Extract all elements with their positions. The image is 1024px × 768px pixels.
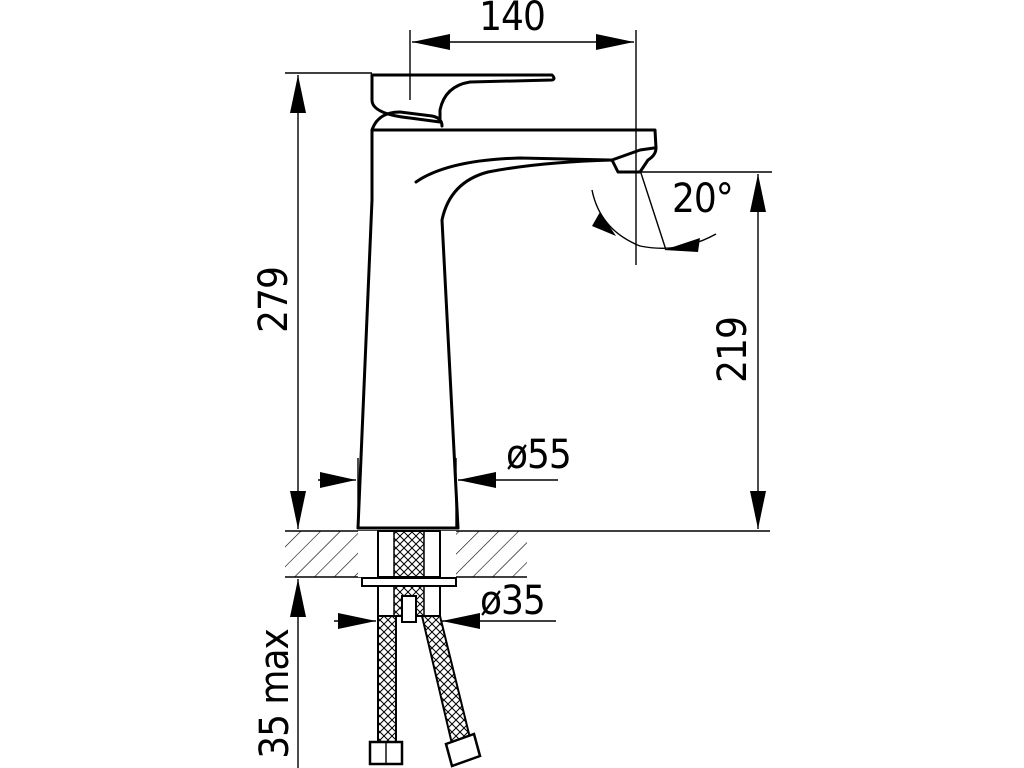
total-height-label: 279 [251,267,297,333]
dimension-reach: 140 [409,0,637,265]
dimension-spout-angle: 20° [591,169,734,252]
deck-thickness-label: 35 max [252,628,298,758]
faucet-body [356,73,658,530]
dimension-deck-thickness: 35 max [252,579,306,768]
dimension-spout-height: 219 [636,171,772,529]
body-diameter-label: ø55 [506,432,571,478]
mounting-shank [361,530,457,623]
hole-diameter-label: ø35 [480,578,545,624]
countertop-section [285,530,770,578]
reach-label: 140 [479,0,545,40]
lever-handle [370,73,556,124]
spout-body [356,128,658,530]
dimension-total-height: 279 [251,72,372,529]
dimension-hole-diameter: ø35 [334,578,556,629]
dimension-body-diameter: ø55 [318,432,572,528]
aerator [610,146,656,162]
spout-height-label: 219 [710,317,756,383]
angle-label: 20° [672,176,733,222]
supply-hoses [368,615,482,768]
